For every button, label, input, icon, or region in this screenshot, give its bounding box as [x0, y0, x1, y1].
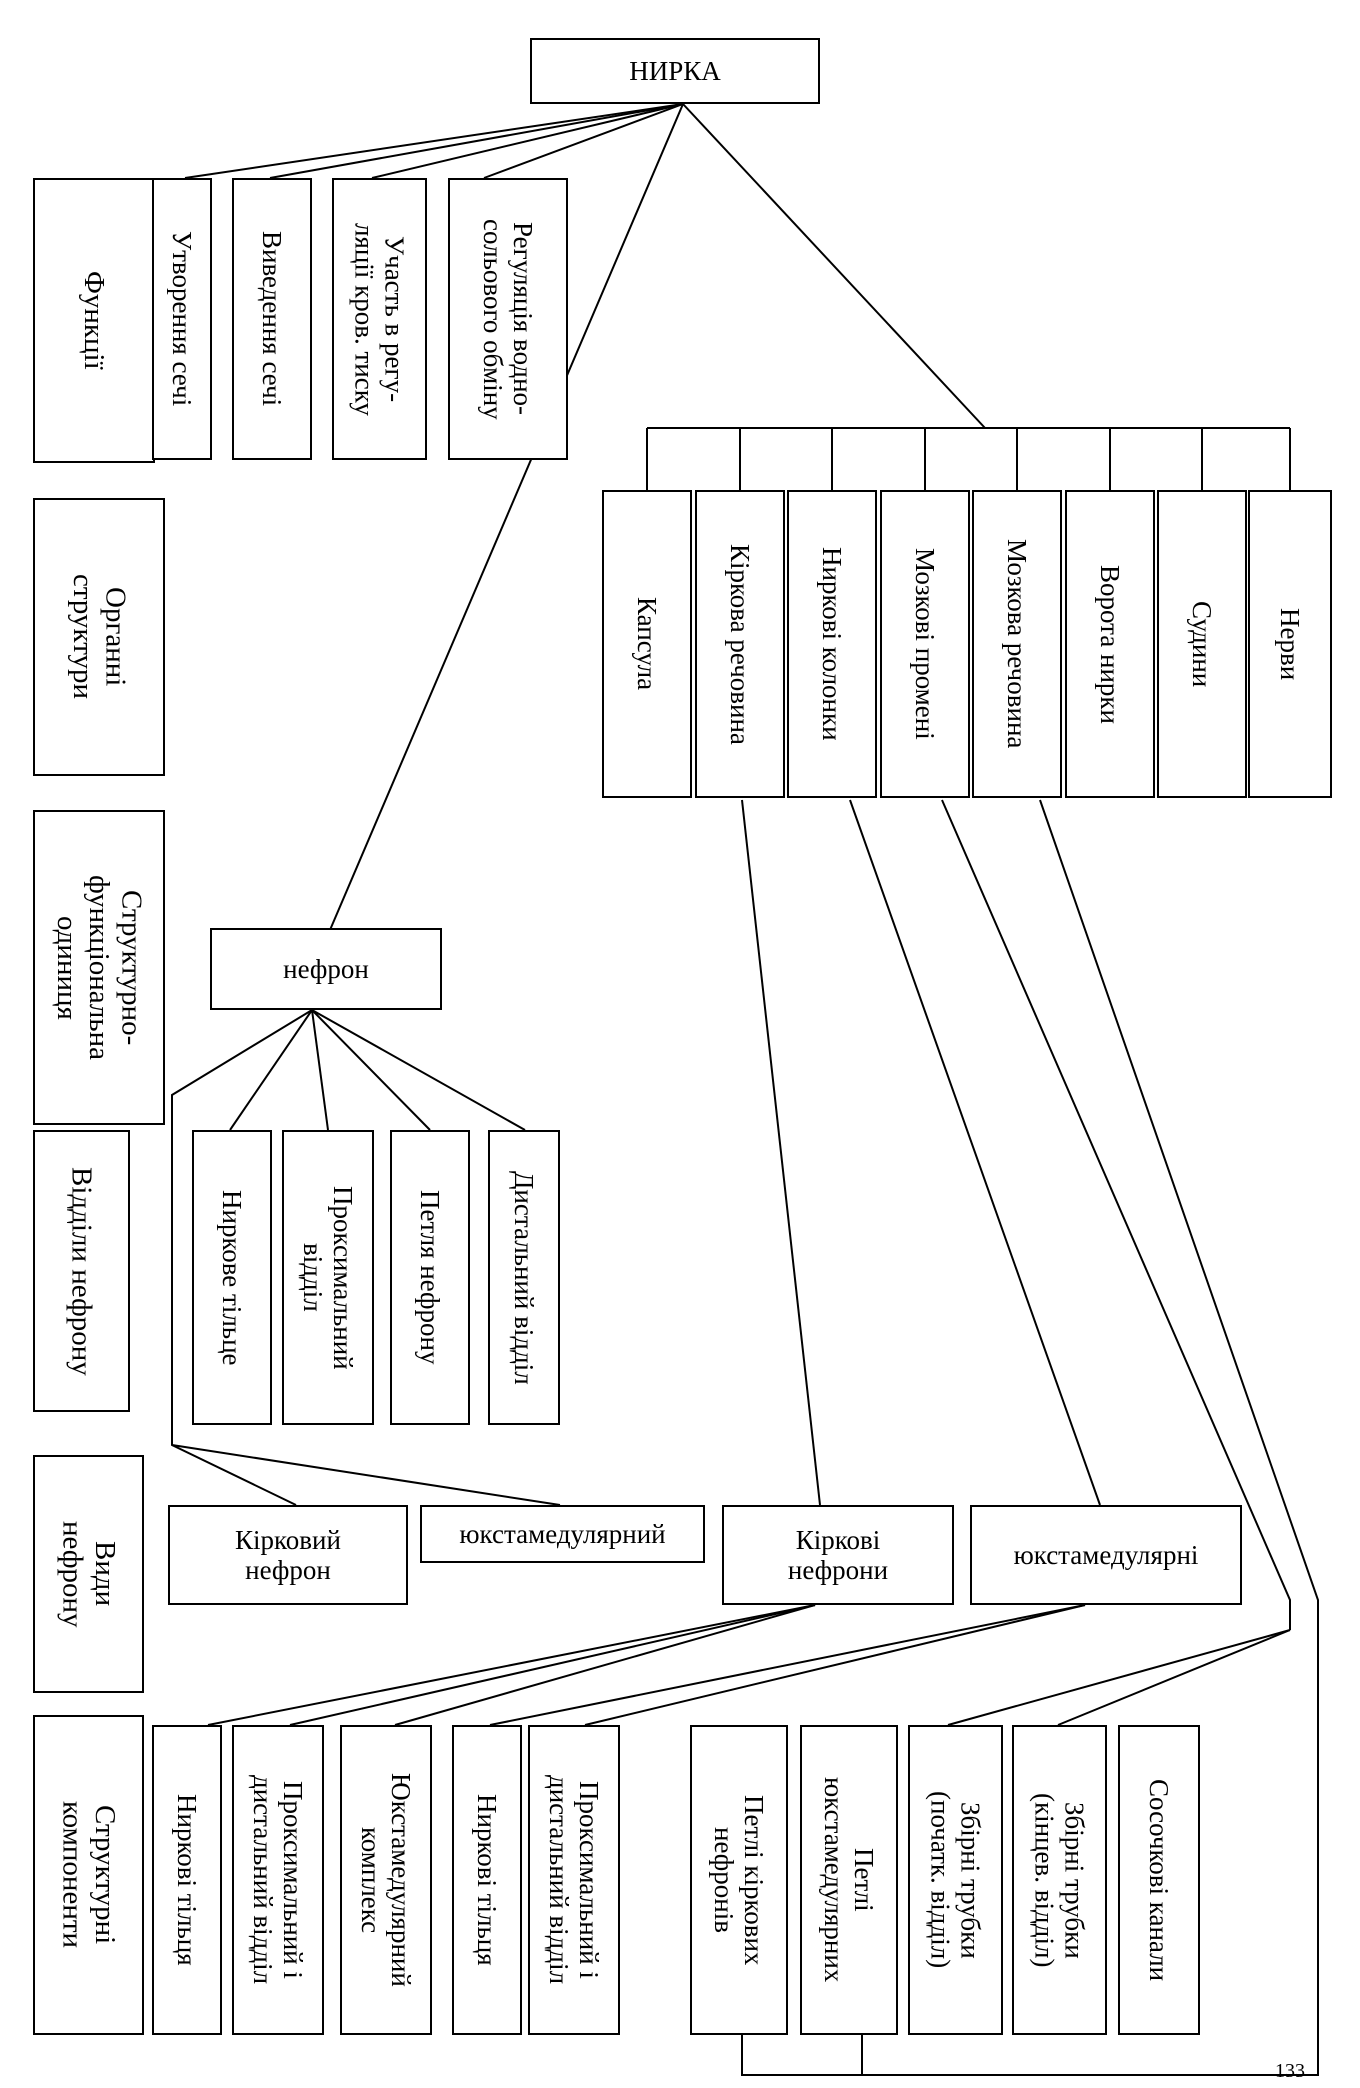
function-box: Участь в регу- ляції кров. тиску: [332, 178, 427, 460]
nephron-type-label: юкстамедулярні: [1013, 1539, 1199, 1570]
component-label: Юкстамедулярний комплекс: [356, 1773, 417, 1987]
organ-structure-label: Ворота нирки: [1095, 564, 1126, 724]
nephron-part-label: Дистальний відділ: [509, 1170, 540, 1385]
organ-structure-label: Мозкова речовина: [1002, 539, 1033, 749]
nephron-part-label: Проксимальний відділ: [298, 1185, 359, 1370]
line-ym-comp-1: [489, 1604, 1086, 1726]
category-structural-components-label: Структурні компоненти: [56, 1801, 121, 1949]
line-root-function-2: [269, 103, 684, 179]
component-label: Проксимальний і дистальний відділ: [544, 1775, 605, 1985]
organ-structure-box: Мозкові промені: [880, 490, 970, 798]
line-nephron-part-3: [311, 1009, 431, 1131]
nephron-type-box: юкстамедулярні: [970, 1505, 1242, 1605]
line-promeni-zbirni-pochatk: [947, 1629, 1291, 1726]
organ-structure-box: Капсула: [602, 490, 692, 798]
nephron-box: нефрон: [210, 928, 442, 1010]
line-root-function-3: [371, 103, 684, 179]
component-box: Сосочкові канали: [1118, 1725, 1200, 2035]
line-nephron-part-2: [311, 1009, 329, 1131]
line-promeni-zbirni-kintsev: [1057, 1629, 1291, 1726]
nephron-type-label: Кіркові нефрони: [787, 1524, 889, 1585]
component-label: Збірні трубки (початк. відділ): [925, 1791, 986, 1969]
organ-structure-label: Кіркова речовина: [725, 543, 756, 745]
root-box-nyrka: НИРКА: [530, 38, 820, 104]
line-kn-comp-3: [394, 1604, 816, 1726]
component-label: Ниркові тільця: [172, 1794, 203, 1966]
line-root-function-1: [184, 103, 684, 179]
nephron-part-label: Ниркове тільце: [217, 1189, 248, 1366]
line-ym-comp-2: [584, 1604, 1086, 1726]
nephron-type-label: юкстамедулярний: [459, 1518, 666, 1549]
component-box: Проксимальний і дистальний відділ: [232, 1725, 324, 2035]
category-functions-label: Функції: [78, 271, 111, 370]
organ-structure-label: Капсула: [632, 597, 663, 691]
line-nephron-part-4: [311, 1009, 526, 1131]
function-label: Утворення сечі: [167, 231, 198, 407]
category-organ-structures-label: Органні структури: [67, 574, 132, 700]
organ-structure-box: Кіркова речовина: [695, 490, 785, 798]
line-nephron-part-1: [229, 1009, 313, 1131]
component-label: Петлі кіркових нефронів: [709, 1794, 770, 1966]
component-box: Ниркові тільця: [452, 1725, 522, 2035]
organ-structure-label: Ниркові колонки: [817, 547, 848, 741]
line-root-function-4: [483, 103, 684, 179]
function-label: Участь в регу- ляції кров. тиску: [349, 222, 410, 416]
component-label: Проксимальний і дистальний відділ: [248, 1775, 309, 1985]
category-structural-unit: Структурно- функціональна одиниця: [33, 810, 165, 1125]
organ-structure-label: Судини: [1187, 600, 1218, 688]
component-label: Петлі юкстамедулярних: [819, 1777, 880, 1983]
component-box: Збірні трубки (кінцев. відділ): [1012, 1725, 1107, 2035]
line-kirkova-kirkovi-nefrony: [741, 799, 821, 1506]
nephron-part-label: Петля нефрону: [415, 1190, 446, 1365]
category-structural-components: Структурні компоненти: [33, 1715, 144, 2035]
line-nephron-juxtamedullary: [171, 1444, 561, 1506]
organ-structure-label: Нерви: [1275, 607, 1306, 681]
component-label: Ниркові тільця: [472, 1794, 503, 1966]
category-functions: Функції: [33, 178, 155, 463]
nephron-part-box: Ниркове тільце: [192, 1130, 272, 1425]
line-promeni-components: [941, 799, 1291, 1630]
page-number: 133: [1275, 2060, 1305, 2082]
line-nephron-types-bracket: [171, 1009, 313, 1506]
organ-structure-box: Ворота нирки: [1065, 490, 1155, 798]
organ-structure-box: Судини: [1157, 490, 1247, 798]
function-box: Регуляція водно- сольового обміну: [448, 178, 568, 460]
category-nephron-types-label: Види нефрону: [56, 1520, 121, 1628]
nephron-type-box: Кірковий нефрон: [168, 1505, 408, 1605]
component-box: Юкстамедулярний комплекс: [340, 1725, 432, 2035]
component-box: Ниркові тільця: [152, 1725, 222, 2035]
nephron-type-box: Кіркові нефрони: [722, 1505, 954, 1605]
line-root-organ-structures: [682, 103, 986, 429]
organ-structure-label: Мозкові промені: [910, 548, 941, 740]
organ-structure-box: Нерви: [1248, 490, 1332, 798]
component-label: Збірні трубки (кінцев. відділ): [1029, 1792, 1090, 1968]
organ-structure-box: Ниркові колонки: [787, 490, 877, 798]
line-kn-comp-2: [289, 1604, 816, 1726]
category-nephron-types: Види нефрону: [33, 1455, 144, 1693]
line-kn-comp-1: [207, 1604, 816, 1726]
line-root-nephron: [329, 103, 684, 931]
function-box: Виведення сечі: [232, 178, 312, 460]
category-structural-unit-label: Структурно- функціональна одиниця: [50, 875, 148, 1060]
component-box: Проксимальний і дистальний відділ: [528, 1725, 620, 2035]
component-box: Петлі юкстамедулярних: [800, 1725, 898, 2035]
component-box: Петлі кіркових нефронів: [690, 1725, 788, 2035]
organ-structure-box: Мозкова речовина: [972, 490, 1062, 798]
line-mozkova-components: [741, 799, 1319, 2076]
nephron-type-box: юкстамедулярний: [420, 1505, 705, 1563]
line-kolonky-yukstamedulyarni: [849, 799, 1101, 1506]
nephron-part-box: Проксимальний відділ: [282, 1130, 374, 1425]
function-label: Регуляція водно- сольового обміну: [478, 218, 539, 420]
category-organ-structures: Органні структури: [33, 498, 165, 776]
category-nephron-parts-label: Відділи нефрону: [65, 1166, 98, 1376]
nephron-part-box: Дистальний відділ: [488, 1130, 560, 1425]
component-box: Збірні трубки (початк. відділ): [908, 1725, 1003, 2035]
nephron-type-label: Кірковий нефрон: [235, 1524, 341, 1585]
nephron-part-box: Петля нефрону: [390, 1130, 470, 1425]
function-box: Утворення сечі: [152, 178, 212, 460]
category-nephron-parts: Відділи нефрону: [33, 1130, 130, 1412]
function-label: Виведення сечі: [257, 231, 288, 407]
component-label: Сосочкові канали: [1144, 1778, 1175, 1982]
